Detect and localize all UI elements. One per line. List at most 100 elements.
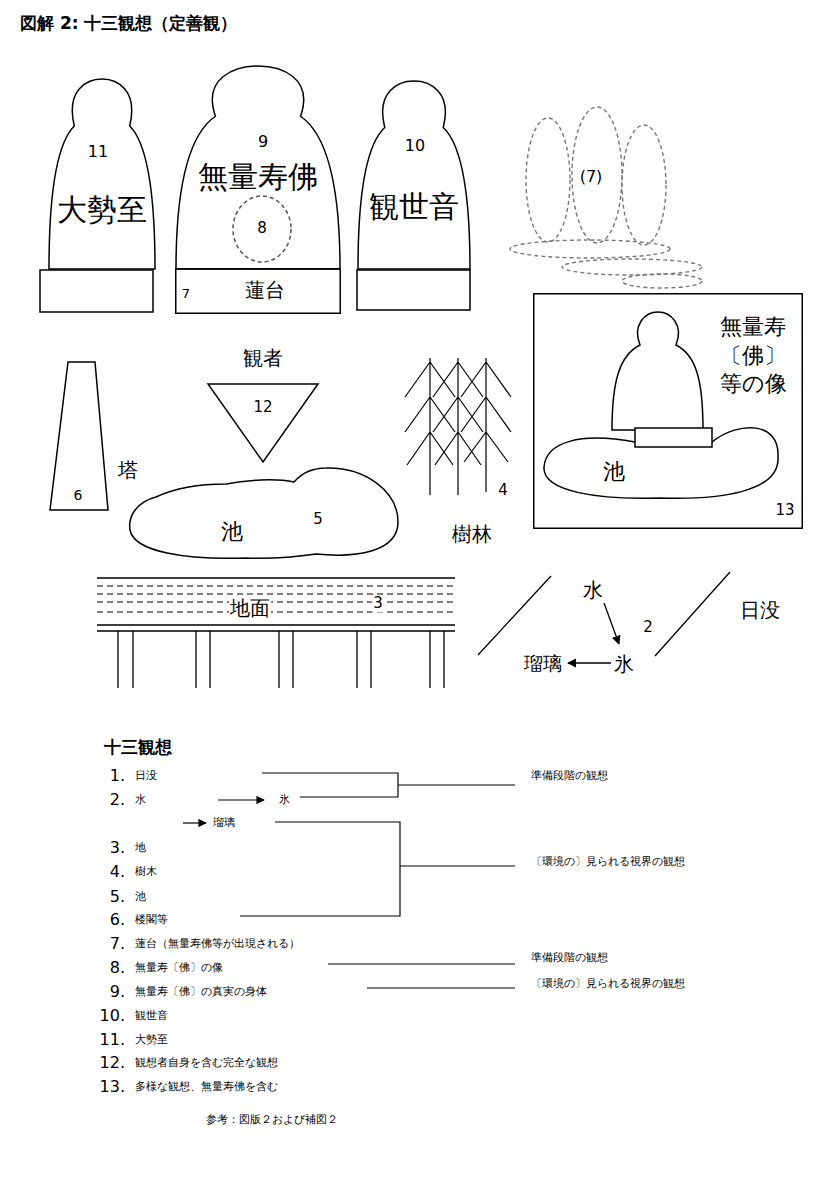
pedestal	[635, 428, 712, 447]
callout-number: 3.	[109, 839, 126, 857]
label-text: 蓮台（無量寿佛等が出現される）	[134, 938, 301, 951]
arrow	[568, 662, 611, 663]
label-text: 水	[134, 794, 147, 807]
buddha-figure: 9無量寿佛8	[175, 65, 341, 270]
label-text: 樹木	[134, 866, 158, 879]
callout-number: 6.	[109, 911, 126, 929]
label-text: 観想者自身を含む完全な観想	[134, 1057, 279, 1070]
ground-dashes	[97, 586, 455, 612]
bodhisattva-figure: 10 観世音	[357, 80, 471, 270]
node-text: 塔	[118, 459, 138, 482]
callout-number: 9	[258, 133, 268, 151]
caption-text: 参考：図版２および補図２	[206, 1114, 338, 1127]
dashed-lotus	[562, 259, 702, 275]
callout-number: 11.	[99, 1031, 126, 1049]
arrow	[183, 822, 206, 823]
viewer-triangle-outline	[208, 384, 318, 462]
pedestal	[357, 270, 470, 310]
callout-number: 4.	[109, 863, 126, 881]
callout-number: 10.	[99, 1007, 126, 1025]
node-text: 無量寿佛	[198, 160, 318, 195]
label-text: 観世音	[134, 1010, 169, 1023]
callout-number: 3	[372, 595, 384, 612]
callout-number: 1.	[109, 767, 126, 785]
pond-shape-outline	[540, 412, 782, 502]
callout-number: 2	[642, 619, 654, 636]
bracket	[240, 773, 515, 988]
label-text: 無量寿〔佛〕の真実の身体	[134, 986, 268, 999]
dashed-lotus	[510, 107, 702, 288]
callout-number: 4	[497, 482, 509, 499]
node-text: 池	[221, 519, 243, 544]
callout-number: 7	[182, 287, 190, 302]
arrow	[604, 603, 619, 644]
label-text: 水	[582, 579, 604, 602]
label-text: 楼閣等	[134, 914, 169, 927]
callout-number: 2.	[109, 791, 126, 809]
label-text: 地面	[229, 597, 271, 620]
label-text: 準備段階の観想	[530, 770, 609, 783]
dashed-lotus	[622, 274, 702, 288]
label-text: 〔環境の〕見られる視界の観想	[530, 856, 686, 869]
sunset-lines	[478, 572, 730, 656]
callout-number: (7)	[579, 168, 604, 186]
pond-shape-outline	[130, 468, 398, 558]
label-text: 氷	[278, 794, 291, 807]
viewer-triangle: 観者12	[205, 346, 321, 464]
bodhisattva-figure: 11大勢至	[48, 78, 156, 270]
label-text: 池	[134, 891, 147, 904]
bodhisattva-figure-outline	[48, 78, 156, 270]
tower-shape-outline	[50, 362, 108, 510]
callout-number: 5.	[109, 888, 126, 906]
lotus-pedestal-outline	[176, 269, 341, 314]
dashed-lotus	[572, 107, 622, 243]
bodhisattva-figure-outline	[357, 80, 471, 270]
node-text: 大勢至	[57, 193, 147, 228]
callout-number: 12.	[99, 1054, 126, 1072]
buddha-figure	[612, 312, 703, 430]
callout-number: 12	[253, 399, 272, 416]
callout-number: 10	[405, 137, 425, 155]
tower-shape: 6塔	[48, 360, 148, 512]
bodhisattva-figure-outline	[49, 79, 155, 269]
pond-shape-outline	[544, 428, 778, 499]
label-text: 地	[134, 842, 147, 855]
callout-number: 13.	[99, 1078, 126, 1096]
arrow	[218, 799, 264, 800]
lotus-pedestal: 7 蓮台	[175, 268, 341, 314]
pond-shape-outline	[126, 462, 402, 562]
label-text: 氷	[613, 653, 635, 676]
label-text: 〔環境の〕見られる視界の観想	[530, 978, 686, 991]
callout-number: 5	[313, 511, 323, 528]
pond-shape: 池	[540, 412, 782, 502]
image-frame-outline	[534, 294, 803, 529]
buddha-figure-outline	[176, 66, 340, 269]
node-text: 池	[603, 459, 625, 484]
label-text: 日没	[739, 599, 781, 622]
bodhisattva-figure-outline	[358, 81, 470, 269]
pedestal	[40, 270, 470, 312]
pedestal	[40, 270, 153, 312]
ground-legs	[118, 631, 444, 688]
callout-number: 13	[775, 502, 794, 519]
tree-lines	[405, 358, 511, 495]
dashed-lotus	[526, 118, 570, 242]
label-text: 日没	[134, 770, 158, 783]
label-text: 十三観想	[103, 738, 173, 758]
node-text: 観世音	[369, 190, 459, 225]
dashed-lotus	[510, 240, 670, 258]
label-text: 準備段階の観想	[530, 952, 609, 965]
callout-number: 6	[74, 487, 83, 503]
diagram-title: 図解 2: 十三観想（定善観）	[20, 14, 237, 34]
callout-number: 7.	[109, 935, 126, 953]
node-text: 蓮台	[245, 279, 285, 302]
callout-number: 8.	[109, 959, 126, 977]
node-text: 無量寿〔佛〕等の像	[720, 313, 788, 399]
pond-shape: 池5	[126, 462, 402, 562]
image-frame: 無量寿〔佛〕等の像 13 池	[533, 293, 803, 529]
dashed-circle-outline	[233, 196, 291, 262]
label-text: 無量寿〔佛〕の像	[134, 962, 224, 975]
dashed-lotus	[622, 125, 666, 245]
label-text: 多様な観想、無量寿佛を含む	[134, 1081, 279, 1094]
